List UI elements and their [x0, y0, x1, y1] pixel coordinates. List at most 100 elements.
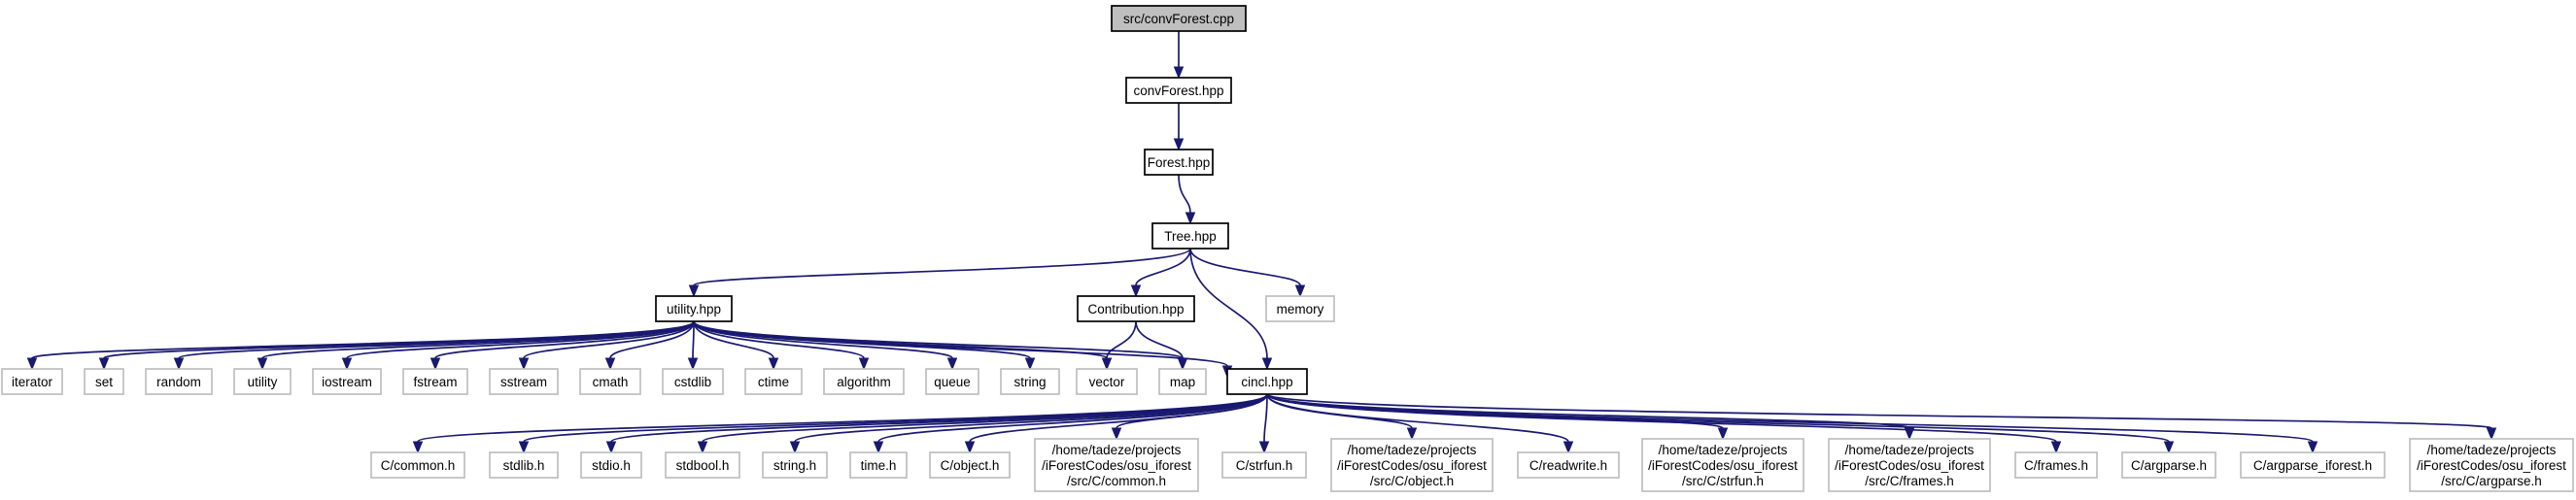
- node-label: /src/C/object.h: [1370, 474, 1454, 488]
- arrowhead: [1717, 427, 1729, 441]
- node-contribution-hpp[interactable]: Contribution.hpp: [1077, 295, 1195, 322]
- edge-line: [1135, 248, 1191, 286]
- node-label: stdlib.h: [503, 458, 545, 473]
- node-root[interactable]: src/convForest.cpp: [1111, 5, 1247, 32]
- node-label: ctime: [758, 375, 789, 389]
- arrowhead: [412, 441, 424, 454]
- node-box: [762, 451, 828, 479]
- edge-cincl-hpp-to-full-argparse-h: [1266, 393, 2497, 441]
- node-label: fstream: [413, 375, 457, 389]
- arrowhead: [518, 357, 530, 371]
- arrowhead: [687, 357, 699, 371]
- node-box: [1221, 451, 1307, 479]
- node-box: [655, 295, 733, 322]
- node-label: utility.hpp: [667, 302, 721, 317]
- node-label: random: [156, 375, 201, 389]
- edge-line: [693, 248, 1191, 286]
- edge-utility-hpp-to-cstdlib: [687, 320, 699, 371]
- node-label: convForest.hpp: [1133, 83, 1223, 98]
- node-label: time.h: [861, 458, 897, 473]
- arrowhead: [605, 441, 617, 454]
- edge-tree-hpp-to-cincl-hpp: [1189, 248, 1273, 371]
- arrowhead: [257, 357, 268, 371]
- node-c-argparse-iforest-h: C/argparse_iforest.h: [2240, 451, 2386, 479]
- node-label: vector: [1089, 375, 1125, 389]
- arrowhead: [518, 441, 530, 454]
- arrowhead: [26, 357, 38, 371]
- arrowhead: [858, 357, 870, 371]
- node-box: [1034, 438, 1199, 492]
- node-label: cmath: [593, 375, 629, 389]
- node-box: [580, 451, 642, 479]
- arrowhead: [688, 284, 700, 298]
- node-box: [1144, 149, 1214, 176]
- edge-line: [1106, 320, 1137, 359]
- edge-line: [693, 320, 774, 359]
- node-label: C/object.h: [941, 458, 1000, 473]
- node-label: algorithm: [837, 375, 891, 389]
- edge-line: [609, 320, 695, 359]
- node-cstdlib: cstdlib: [662, 368, 724, 395]
- node-box: [84, 368, 124, 395]
- edge-utility-hpp-to-iostream: [341, 320, 695, 371]
- node-box: [2014, 451, 2098, 479]
- edge-tree-hpp-to-utility-hpp: [688, 248, 1191, 298]
- node-string-h: string.h: [762, 451, 828, 479]
- node-box: [925, 368, 979, 395]
- node-sstream: sstream: [489, 368, 559, 395]
- node-c-readwrite-h: C/readwrite.h: [1517, 451, 1620, 479]
- arrowhead: [1406, 427, 1418, 441]
- arrowhead: [341, 357, 353, 371]
- arrowhead: [789, 441, 801, 454]
- edge-line: [434, 320, 695, 359]
- node-label: string.h: [773, 458, 816, 473]
- node-label: string: [1013, 375, 1046, 389]
- edge-cincl-hpp-to-c-readwrite-h: [1266, 393, 1574, 454]
- edge-line: [1116, 393, 1268, 429]
- node-forest-hpp[interactable]: Forest.hpp: [1144, 149, 1214, 176]
- edge-line: [693, 320, 865, 359]
- node-label: /home/tadeze/projects: [1845, 443, 1975, 457]
- edge-line: [692, 320, 695, 359]
- node-stdbool-h: stdbool.h: [665, 451, 740, 479]
- edge-line: [1263, 393, 1268, 443]
- node-tree-hpp[interactable]: Tree.hpp: [1151, 222, 1229, 250]
- edge-line: [1189, 248, 1268, 359]
- node-convforest-hpp[interactable]: convForest.hpp: [1125, 77, 1232, 104]
- node-label: stdbool.h: [676, 458, 730, 473]
- node-box: [370, 451, 465, 479]
- node-c-frames-h: C/frames.h: [2014, 451, 2098, 479]
- edge-cincl-hpp-to-time-h: [873, 393, 1268, 454]
- node-label: set: [95, 375, 113, 389]
- node-label: iostream: [322, 375, 372, 389]
- arrowhead: [1173, 66, 1185, 80]
- edge-line: [1189, 248, 1301, 286]
- node-box: [1641, 438, 1804, 492]
- node-fstream: fstream: [402, 368, 468, 395]
- node-label: /home/tadeze/projects: [2427, 443, 2557, 457]
- node-box: [579, 368, 641, 395]
- node-full-frames-h: /home/tadeze/projects/iForestCodes/osu_i…: [1828, 438, 1991, 492]
- node-label: C/frames.h: [2024, 458, 2088, 473]
- edge-utility-hpp-to-sstream: [518, 320, 695, 371]
- node-utility-hpp[interactable]: utility.hpp: [655, 295, 733, 322]
- node-c-strfun-h: C/strfun.h: [1221, 451, 1307, 479]
- node-label: C/readwrite.h: [1529, 458, 1607, 473]
- arrowhead: [1563, 441, 1574, 454]
- node-label: /src/C/frames.h: [1865, 474, 1954, 488]
- node-label: cstdlib: [674, 375, 711, 389]
- node-box: [1111, 5, 1247, 32]
- node-label: C/argparse_iforest.h: [2253, 458, 2372, 473]
- arrowhead: [173, 357, 185, 371]
- arrowhead: [1177, 357, 1188, 371]
- edge-utility-hpp-to-utility: [257, 320, 695, 371]
- node-box: [2240, 451, 2386, 479]
- node-cmath: cmath: [579, 368, 641, 395]
- arrowhead: [1130, 284, 1142, 298]
- node-cincl-hpp[interactable]: cincl.hpp: [1226, 368, 1308, 395]
- edge-root-to-convforest-hpp: [1173, 31, 1185, 80]
- edge-line: [523, 320, 695, 359]
- edge-line: [1178, 174, 1191, 214]
- node-label: /iForestCodes/osu_iforest: [1648, 458, 1798, 473]
- node-label: /home/tadeze/projects: [1659, 443, 1788, 457]
